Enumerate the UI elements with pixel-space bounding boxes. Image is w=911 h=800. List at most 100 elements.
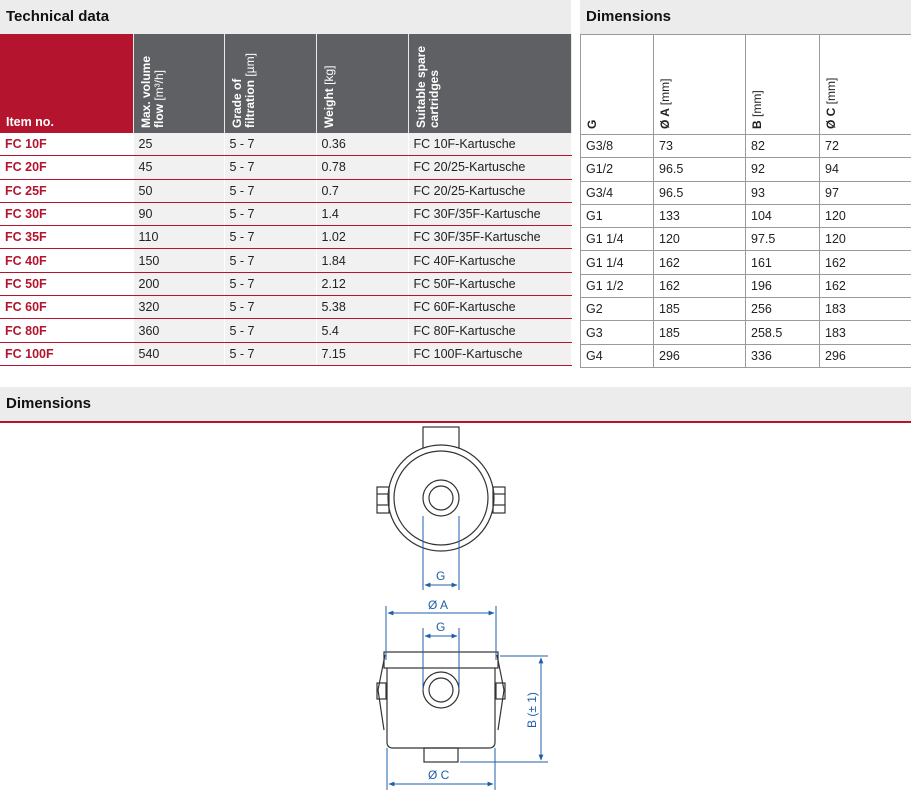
b-value: 92 (745, 157, 820, 182)
top-view-inner-circle (393, 450, 489, 546)
a-value: 120 (653, 227, 746, 252)
spare-value: FC 20/25-Kartusche (408, 179, 572, 203)
weight-value: 2.12 (316, 272, 409, 297)
top-view-port-outer (422, 479, 460, 517)
spare-value: FC 60F-Kartusche (408, 295, 572, 320)
filtration-value: 5 - 7 (224, 295, 317, 320)
b-value: 97.5 (745, 227, 820, 252)
a-value: 96.5 (653, 157, 746, 182)
right-clamp (492, 486, 506, 514)
top-g-label: G (436, 569, 445, 583)
side-g-label: G (436, 620, 445, 634)
top-view-outer-circle (387, 444, 495, 552)
filtration-value: 5 - 7 (224, 225, 317, 250)
technical-data-header: Technical data (0, 0, 571, 36)
technical-data-title: Technical data (6, 8, 110, 25)
flow-value: 90 (133, 202, 225, 227)
technical-data-table: Item no. Max. volume flow [m³/h] Grade o… (0, 34, 572, 366)
filtration-value: 5 - 7 (224, 318, 317, 343)
weight-value: 7.15 (316, 342, 409, 366)
col-spare-label: Suitable spare cartridges (413, 45, 441, 128)
spare-value: FC 50F-Kartusche (408, 272, 572, 297)
col-g: G (580, 34, 654, 135)
col-b-label: B (750, 120, 764, 129)
c-value: 296 (819, 343, 911, 368)
flow-value: 25 (133, 133, 225, 157)
diameter-c-dimension (386, 748, 496, 790)
col-a-unit: [mm] (658, 78, 672, 106)
side-view (376, 651, 506, 763)
b-value: 161 (745, 250, 820, 275)
filtration-value: 5 - 7 (224, 202, 317, 227)
item-no: FC 100F (0, 342, 134, 366)
col-a-label: Ø A (658, 108, 672, 129)
col-b: B [mm] (745, 34, 820, 135)
a-value: 133 (653, 203, 746, 229)
spare-value: FC 100F-Kartusche (408, 342, 572, 366)
col-item-no-label: Item no. (6, 115, 54, 129)
item-no: FC 60F (0, 295, 134, 320)
flow-value: 50 (133, 179, 225, 203)
height-b-label: B (± 1) (525, 692, 539, 728)
side-right-clamp (495, 654, 506, 731)
diameter-a-label: Ø A (428, 598, 448, 612)
flow-value: 540 (133, 342, 225, 366)
g-value: G3/8 (580, 133, 654, 159)
spare-value: FC 40F-Kartusche (408, 248, 572, 273)
col-flow-unit: [m³/h] (151, 69, 166, 101)
side-view-lid (383, 651, 499, 669)
spare-value: FC 80F-Kartusche (408, 318, 572, 343)
side-view-body (386, 657, 496, 749)
spare-value: FC 30F/35F-Kartusche (408, 202, 572, 227)
weight-value: 0.7 (316, 179, 409, 203)
flow-value: 200 (133, 272, 225, 297)
c-value: 183 (819, 297, 911, 322)
a-value: 96.5 (653, 180, 746, 205)
left-clamp (376, 486, 390, 514)
top-g-dimension (422, 516, 460, 590)
c-value: 120 (819, 227, 911, 252)
dimensions-header-row: G Ø A [mm] B [mm] Ø C [mm] (580, 34, 911, 135)
flow-value: 150 (133, 248, 225, 273)
a-value: 296 (653, 343, 746, 368)
g-value: G1/2 (580, 157, 654, 182)
weight-value: 5.4 (316, 318, 409, 343)
item-no: FC 20F (0, 155, 134, 180)
col-weight-unit: [kg] (321, 65, 336, 85)
dimensions-drawing-header: Dimensions (0, 387, 911, 423)
filtration-value: 5 - 7 (224, 248, 317, 273)
col-weight-label: Weight (321, 88, 336, 128)
b-value: 82 (745, 133, 820, 159)
item-no: FC 40F (0, 248, 134, 273)
flow-value: 110 (133, 225, 225, 250)
g-value: G1 (580, 203, 654, 229)
g-value: G3 (580, 320, 654, 345)
filtration-value: 5 - 7 (224, 342, 317, 366)
col-flow: Max. volume flow [m³/h] (133, 34, 225, 133)
spare-value: FC 20/25-Kartusche (408, 155, 572, 180)
c-value: 162 (819, 250, 911, 275)
col-c-unit: [mm] (824, 77, 838, 105)
diameter-c-label: Ø C (428, 768, 450, 782)
col-filtration-label: Grade of filtration (229, 78, 257, 128)
technical-data-header-row: Item no. Max. volume flow [m³/h] Grade o… (0, 34, 572, 133)
g-value: G3/4 (580, 180, 654, 205)
item-no: FC 35F (0, 225, 134, 250)
weight-value: 1.84 (316, 248, 409, 273)
g-value: G1 1/2 (580, 273, 654, 299)
filtration-value: 5 - 7 (224, 155, 317, 180)
a-value: 73 (653, 133, 746, 159)
